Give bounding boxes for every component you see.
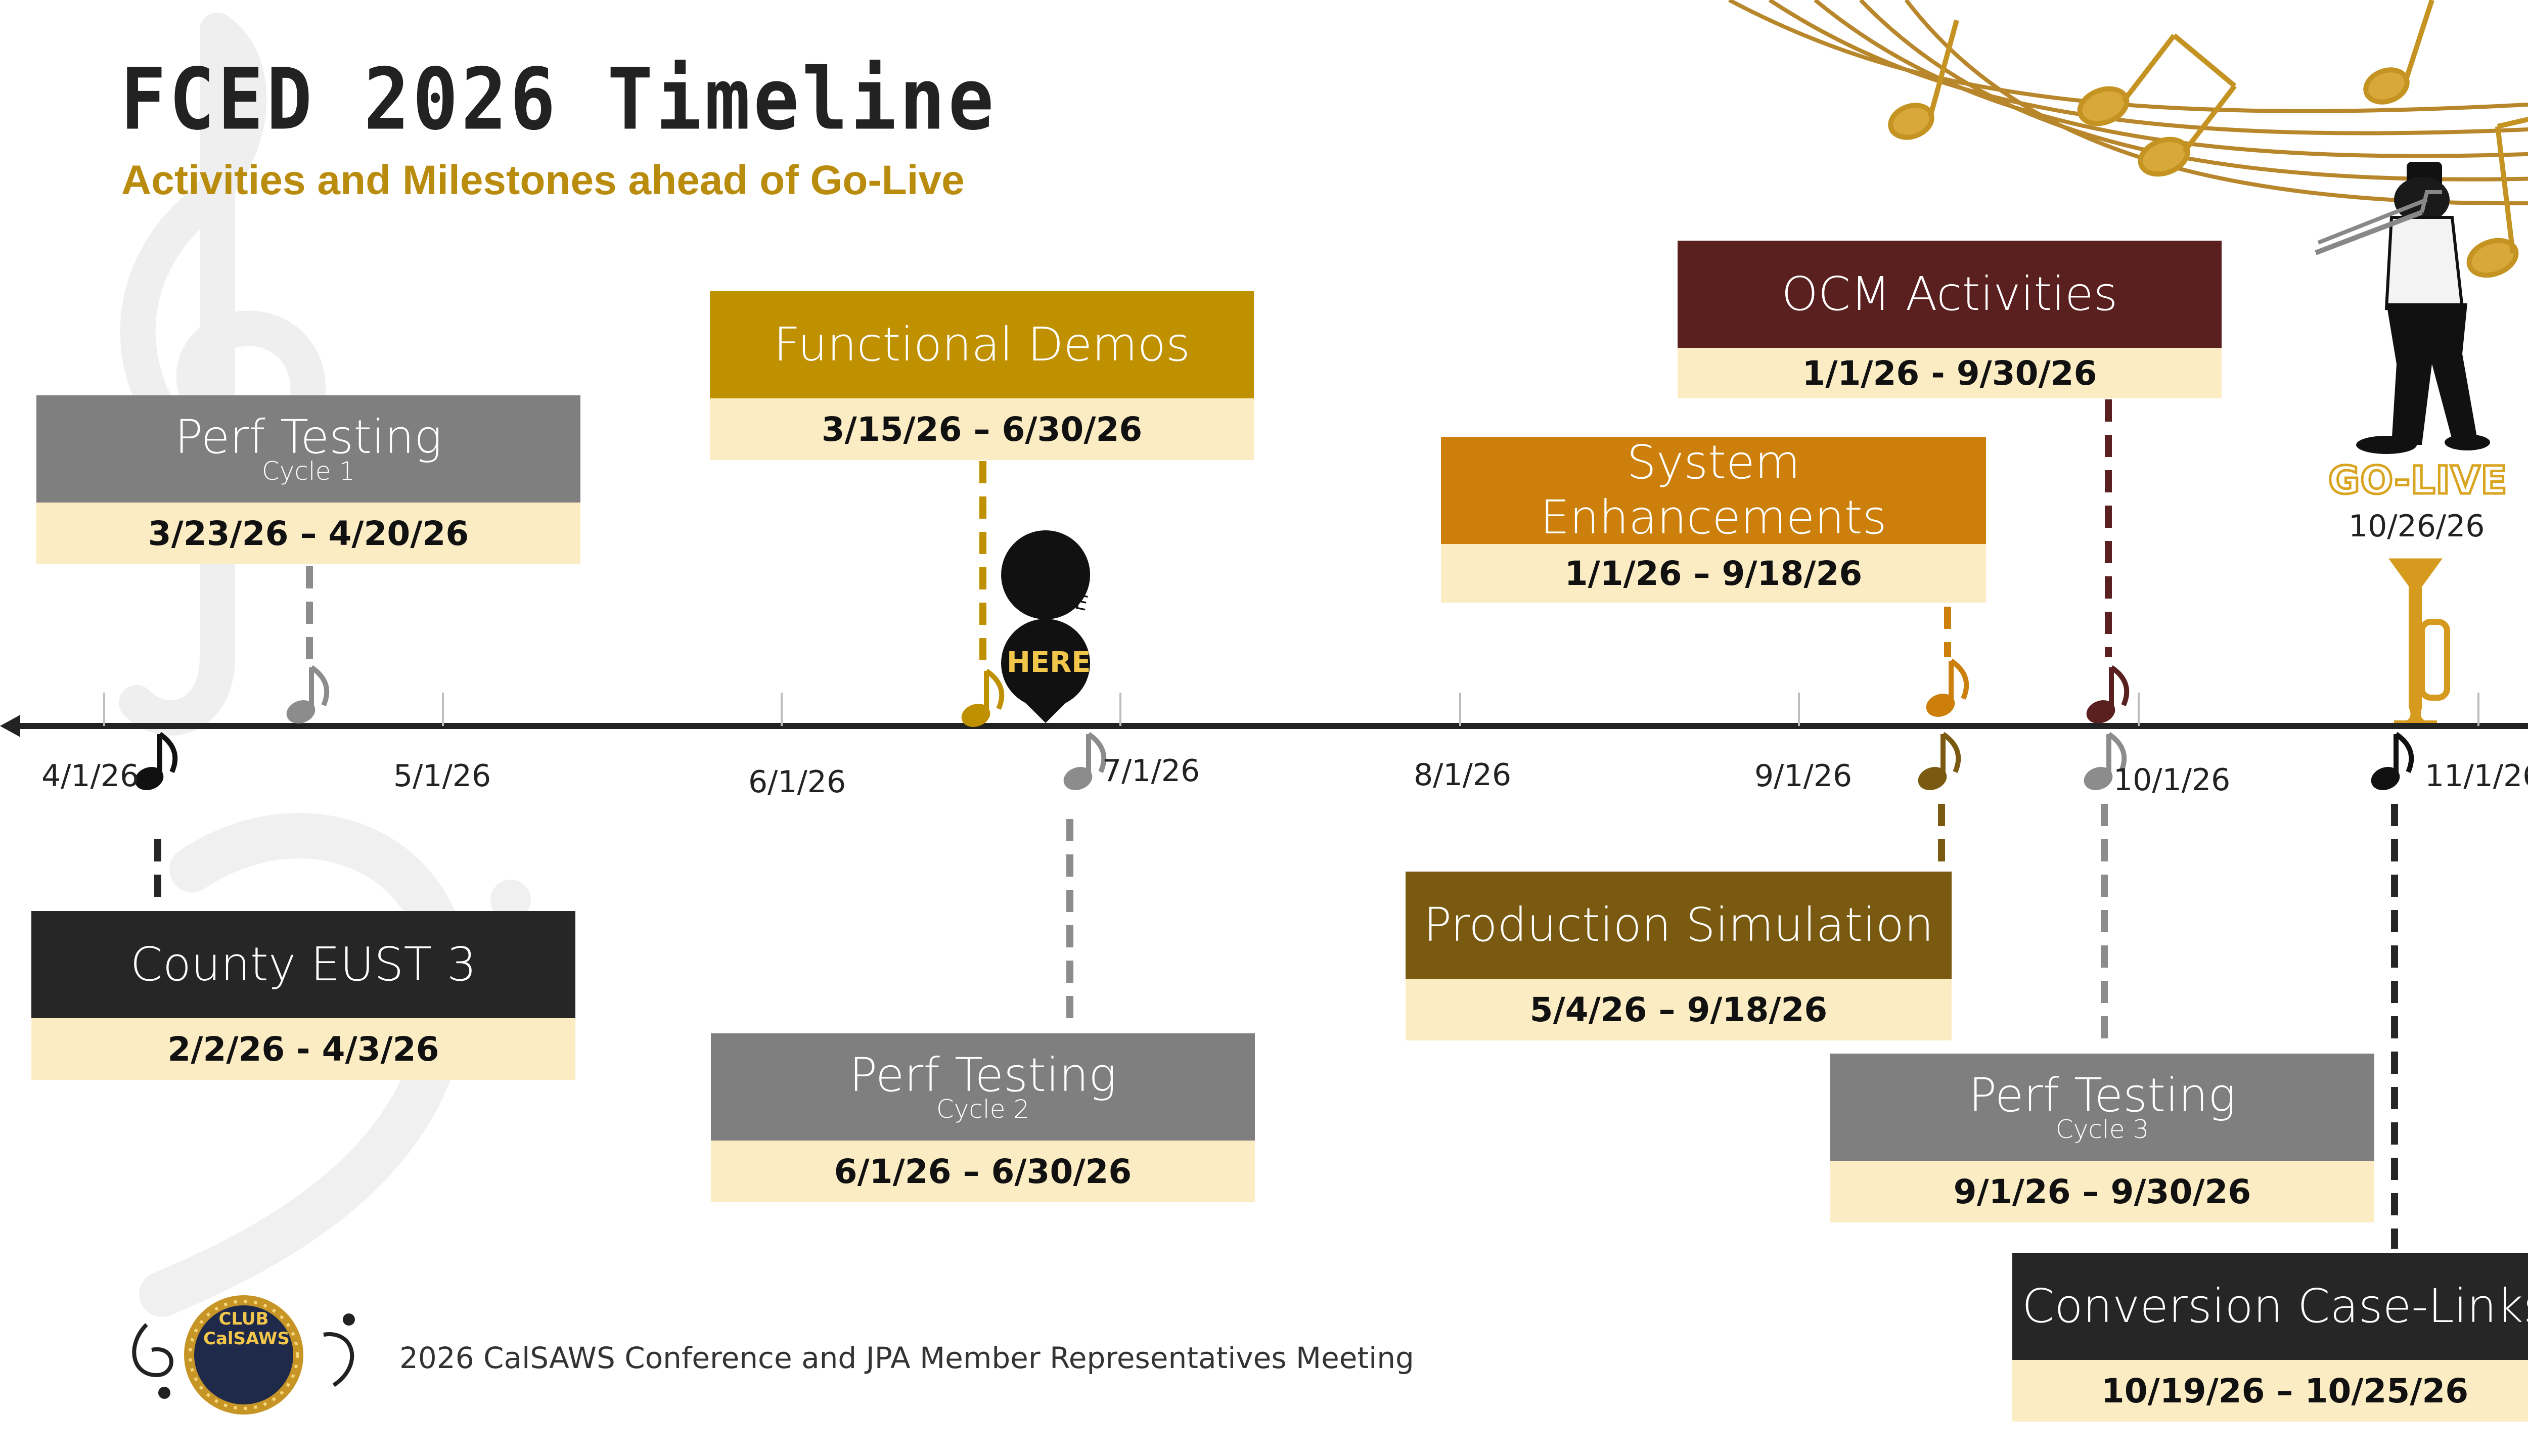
tick-label-sep: 9/1/26 [1754,758,1853,794]
tick-label-apr: 4/1/26 [41,758,140,794]
page-title: FCED 2026 Timeline [120,51,997,149]
activity-header: Perf Testing Cycle 2 [711,1033,1255,1141]
activity-header: System Enhancements [1441,435,1986,544]
activity-sublabel: Cycle 1 [261,457,355,486]
note-icon-sysenh [1926,658,1969,717]
activity-dates: 1/1/26 - 9/30/26 [1678,348,2222,398]
tick-label-may: 5/1/26 [393,758,491,794]
activity-box-county-eust-3: County EUST 3 2/2/26 - 4/3/26 [31,911,575,1080]
activity-header: Functional Demos [710,291,1254,398]
gold-notes-decoration [1888,0,2528,278]
activity-sublabel: Cycle 2 [936,1095,1030,1124]
activity-dates: 2/2/26 - 4/3/26 [31,1018,575,1080]
activity-box-perf-testing-cycle-2: Perf Testing Cycle 2 6/1/26 – 6/30/26 [711,1033,1255,1202]
location-pin-icon [1001,530,1091,723]
activity-box-conversion-case-links: Conversion Case-Links 10/19/26 – 10/25/2… [2012,1253,2528,1422]
location-pin-head [1001,619,1090,708]
tick-label-jul: 7/1/26 [1102,753,1200,789]
activity-header: Production Simulation [1406,872,1952,979]
activity-label: Production Simulation [1423,898,1934,952]
activity-header: Perf Testing Cycle 3 [1830,1054,2374,1161]
activity-header: Perf Testing Cycle 1 [36,395,580,503]
footer-meeting-text: 2026 CalSAWS Conference and JPA Member R… [399,1341,1414,1375]
note-icon-demos [961,668,1005,727]
activity-label: Perf Testing [1968,1068,2236,1122]
activity-box-functional-demos: Functional Demos 3/15/26 – 6/30/26 [710,291,1254,460]
go-live-title: GO-LIVE [2327,457,2508,504]
activity-dates: 9/1/26 – 9/30/26 [1830,1161,2374,1222]
activity-header: Conversion Case-Links [2012,1253,2528,1360]
activity-label: County EUST 3 [130,937,477,991]
note-icon-ocm [2086,665,2130,723]
club-logo-line2: CalSAWS [203,1329,290,1349]
activity-dates: 10/19/26 – 10/25/26 [2012,1360,2528,1422]
note-icon-perf2 [1063,732,1107,790]
note-icon-perf3 [2084,732,2127,790]
note-icon-conv [2371,732,2414,790]
tick-label-oct: 10/1/26 [2113,762,2231,798]
activity-dates: 3/23/26 – 4/20/26 [36,503,580,564]
activity-box-system-enhancements: System Enhancements 1/1/26 – 9/18/26 [1441,435,1986,603]
activity-label: OCM Activities [1781,267,2118,321]
activity-label: Perf Testing [849,1048,1117,1102]
activity-sublabel: Cycle 3 [2055,1115,2149,1144]
trumpet-icon [2388,558,2450,725]
activity-box-perf-testing-cycle-3: Perf Testing Cycle 3 9/1/26 – 9/30/26 [1830,1054,2374,1222]
activity-dates: 3/15/26 – 6/30/26 [710,398,1254,460]
connector-lines [154,399,2398,1249]
axis-tick-marks [103,693,2479,726]
activity-dates: 6/1/26 – 6/30/26 [711,1141,1255,1202]
note-icon-eust [134,732,178,790]
here-label: HERE [1007,646,1091,679]
tick-label-jun: 6/1/26 [748,764,846,800]
club-logo-line1: CLUB [218,1309,269,1329]
trombone-player-silhouette [2315,162,2490,454]
tick-label-nov: 11/1/26 [2425,758,2528,794]
activity-label: System Enhancements [1540,435,1887,544]
activity-label: Conversion Case-Links [2022,1279,2528,1333]
go-live-date: 10/26/26 [2349,509,2485,544]
club-logo-text: CLUB CalSAWS [203,1309,290,1349]
note-markers [134,658,2414,790]
activity-dates: 1/1/26 – 9/18/26 [1441,544,1986,603]
activity-dates: 5/4/26 – 9/18/26 [1406,979,1952,1040]
activity-box-production-simulation: Production Simulation 5/4/26 – 9/18/26 [1406,872,1952,1040]
activity-box-perf-testing-cycle-1: Perf Testing Cycle 1 3/23/26 – 4/20/26 [36,395,580,564]
activity-label: Functional Demos [774,317,1190,372]
timeline-axis [0,715,2528,737]
activity-header: County EUST 3 [31,911,575,1018]
activity-header: OCM Activities [1678,241,2222,348]
note-icon-perf1 [286,665,330,723]
activity-label: Perf Testing [174,410,442,464]
activity-box-ocm-activities: OCM Activities 1/1/26 - 9/30/26 [1678,241,2222,398]
tick-label-aug: 8/1/26 [1414,757,1512,793]
club-calsaws-logo [132,1295,355,1415]
note-icon-prodsim [1918,732,1961,790]
page-subtitle: Activities and Milestones ahead of Go-Li… [121,157,965,203]
